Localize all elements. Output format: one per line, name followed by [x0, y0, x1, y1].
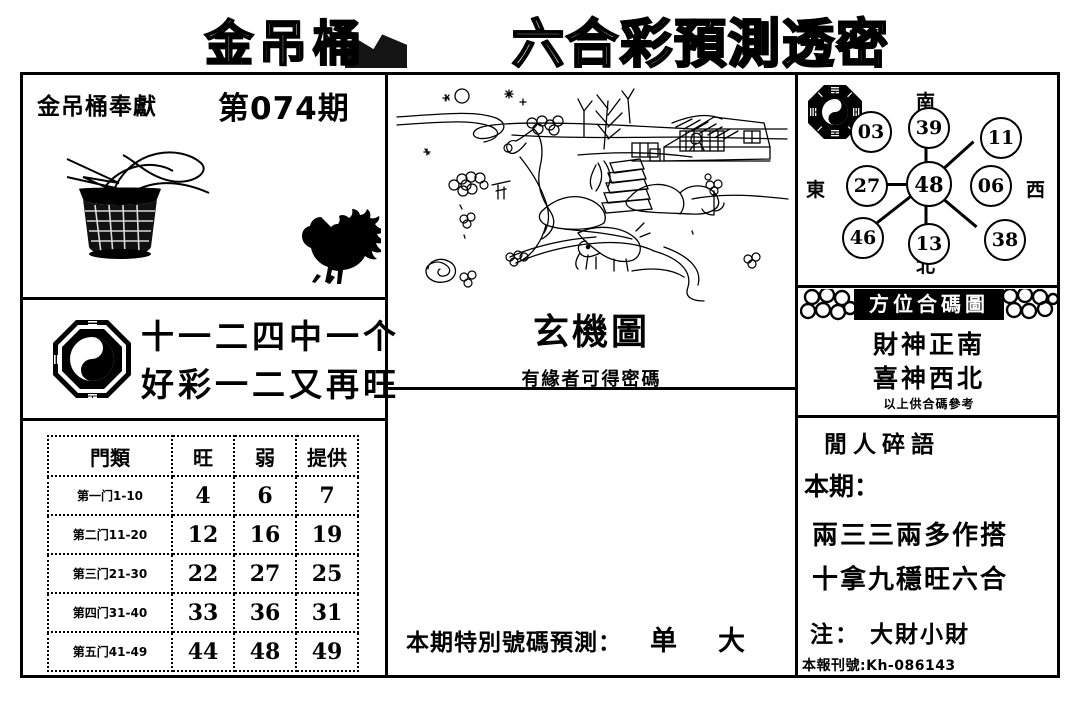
compass-number-lower-right[interactable]: 38	[984, 219, 1026, 261]
table-row: 第一门1-10 4 6 7	[47, 475, 359, 516]
special-number-prediction-label: 本期特別號碼預測：	[406, 629, 622, 656]
reference-note: 以上供合碼參考	[883, 397, 975, 411]
right-divider-2	[798, 415, 1060, 418]
direction-code-section: 方位合碼圖 財神正南 喜神西北 以上供合碼參考	[798, 287, 1060, 415]
compass-number-upper-left[interactable]: 03	[850, 111, 892, 153]
table-row: 第五门41-49 44 48 49	[47, 631, 359, 672]
god-of-joy-direction: 喜神西北	[872, 364, 985, 393]
col-header-supply: 提供	[295, 435, 359, 477]
masthead: 金吊桶 六合彩預測透密	[0, 0, 1080, 76]
compass-number-left[interactable]: 27	[846, 165, 888, 207]
direction-label-west: 西	[1026, 179, 1046, 201]
col-header-weak: 弱	[233, 435, 297, 477]
rooster-icon	[302, 209, 381, 284]
landscape-line-drawing	[396, 88, 789, 302]
cell-strong: 44	[171, 631, 235, 672]
gossip-section: 閒人碎語 本期： 兩三三兩多作搭 十拿九穩旺六合 注： 大財小財 本報刊號:Kh…	[798, 419, 1060, 675]
table-row: 第二门11-20 12 16 19	[47, 514, 359, 555]
masthead-right-title: 六合彩預測透密	[511, 14, 891, 76]
compass-number-right[interactable]: 06	[970, 165, 1012, 207]
cell-supply: 49	[295, 631, 359, 672]
table-row: 第四门31-40 33 36 31	[47, 592, 359, 633]
compass-number-bottom[interactable]: 13	[908, 223, 950, 265]
cell-supply: 31	[295, 592, 359, 633]
row-label: 第一门1-10	[47, 475, 173, 516]
column-divider-right	[795, 75, 798, 675]
cell-supply: 7	[295, 475, 359, 516]
gossip-line-1: 兩三三兩多作搭	[812, 521, 1009, 551]
content-frame: 金吊桶奉獻 第074期	[20, 72, 1060, 678]
column-divider-left	[385, 75, 388, 675]
numbers-table: 門類 旺 弱 提供 第一门1-10 4 6 7	[47, 435, 359, 672]
numbers-table-section: 門類 旺 弱 提供 第一门1-10 4 6 7	[23, 421, 385, 675]
publication-serial-number: 本報刊號:Kh-086143	[802, 658, 956, 674]
bagua-icon	[808, 85, 862, 139]
prediction-value-odd-even: 单	[650, 626, 677, 657]
cell-strong: 12	[171, 514, 235, 555]
cell-supply: 19	[295, 514, 359, 555]
banner-title: 方位合碼圖	[854, 289, 1004, 320]
col-header-strong: 旺	[171, 435, 235, 477]
cell-strong: 22	[171, 553, 235, 594]
table-header-row: 門類 旺 弱 提供	[47, 435, 359, 477]
compass-number-top[interactable]: 39	[908, 107, 950, 149]
row-label: 第五门41-49	[47, 631, 173, 672]
center-divider	[388, 387, 795, 390]
cell-weak: 36	[233, 592, 297, 633]
cell-weak: 6	[233, 475, 297, 516]
compass-number-upper-right[interactable]: 11	[980, 117, 1022, 159]
cell-weak: 16	[233, 514, 297, 555]
direction-label-east: 東	[806, 179, 826, 201]
left-column: 金吊桶奉獻 第074期	[23, 75, 396, 675]
slogan-section: 十一二四中一个 好彩一二又再旺	[23, 300, 396, 418]
cell-weak: 27	[233, 553, 297, 594]
prediction-value-big-small: 大	[718, 626, 745, 657]
bagua-yinyang-icon	[53, 320, 131, 399]
cell-supply: 25	[295, 553, 359, 594]
gossip-note: 注： 大財小財	[810, 621, 971, 648]
cell-strong: 4	[171, 475, 235, 516]
cell-strong: 33	[171, 592, 235, 633]
left-divider-2	[23, 418, 385, 421]
god-of-wealth-direction: 財神正南	[872, 330, 985, 359]
compass-number-lower-left[interactable]: 46	[842, 217, 884, 259]
masthead-left-title: 金吊桶	[204, 15, 368, 73]
slogan-line-2: 好彩一二又再旺	[141, 365, 400, 404]
flower-decoration-left-icon	[800, 289, 858, 321]
left-divider-1	[23, 297, 385, 300]
woven-bucket-icon	[66, 151, 210, 259]
table-row: 第三门21-30 22 27 25	[47, 553, 359, 594]
brand-label: 金吊桶奉獻	[37, 94, 157, 120]
compass-number-center[interactable]: 48	[906, 161, 952, 207]
right-column: 南 北 東 西 48 39 13 27 06 03 11 46 38	[798, 75, 1060, 675]
center-column: 玄機圖 有緣者可得密碼 本期特別號碼預測： 单 大	[388, 75, 795, 675]
center-subtitle: 有緣者可得密碼	[521, 369, 662, 390]
cell-weak: 48	[233, 631, 297, 672]
row-label: 第三门21-30	[47, 553, 173, 594]
col-header-category: 門類	[47, 435, 173, 477]
gossip-lead-label: 本期：	[804, 472, 880, 501]
center-title: 玄機圖	[532, 312, 650, 353]
row-label: 第四门31-40	[47, 592, 173, 633]
right-divider-1	[798, 285, 1060, 288]
slogan-line-1: 十一二四中一个	[141, 317, 400, 356]
gossip-line-2: 十拿九穩旺六合	[812, 565, 1009, 595]
issue-number: 第074期	[218, 91, 350, 127]
gossip-title: 閒人碎語	[824, 431, 940, 458]
row-label: 第二门11-20	[47, 514, 173, 555]
flower-decoration-right-icon	[1001, 289, 1058, 320]
direction-number-diagram: 南 北 東 西 48 39 13 27 06 03 11 46 38	[798, 75, 1060, 285]
